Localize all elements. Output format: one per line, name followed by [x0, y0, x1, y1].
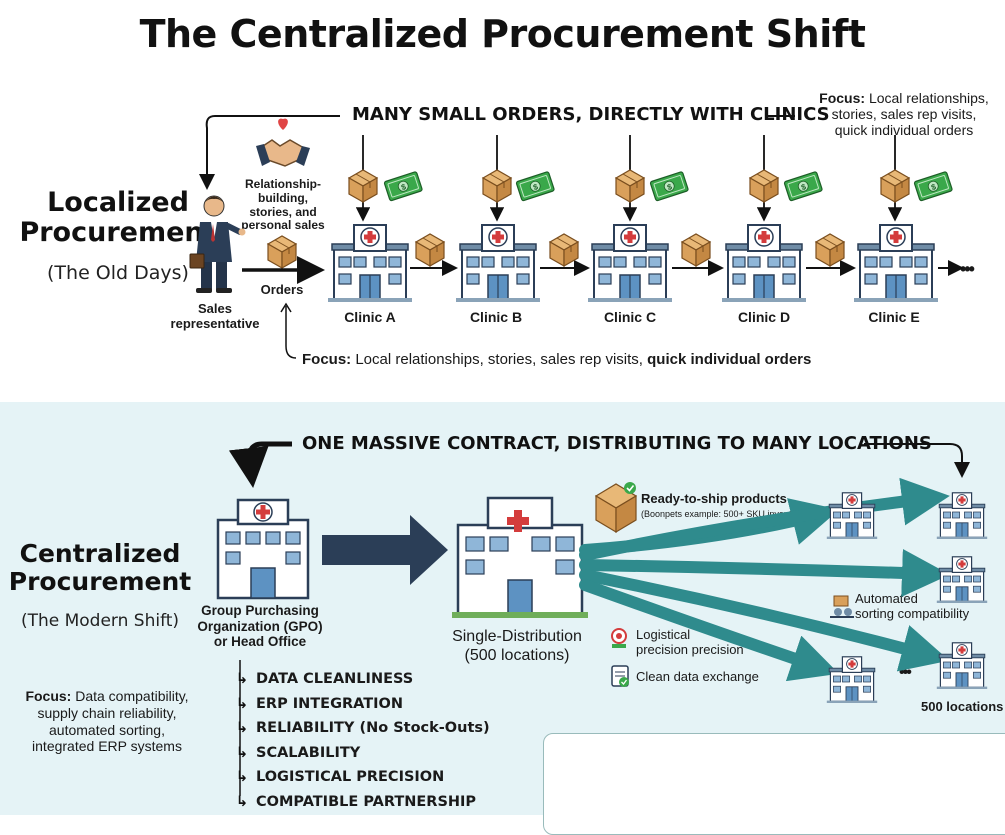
clinic-label-a: Clinic A: [344, 309, 396, 325]
clean-data-label: Clean data exchange: [636, 669, 759, 684]
localized-heading: Localized Procurement: [19, 187, 217, 249]
requirements-list: ↳DATA CLEANLINESS ↳ERP INTEGRATION ↳RELI…: [236, 667, 490, 814]
gpo-label: Group Purchasing Organization (GPO) or H…: [197, 603, 323, 650]
centralized-focus-note: Focus: Data compatibility, supply chain …: [25, 688, 189, 755]
locations-label: 500 locations: [921, 699, 1004, 714]
requirement-item: ↳ERP INTEGRATION: [236, 695, 403, 712]
requirement-item: ↳LOGISTICAL PRECISION: [236, 769, 445, 785]
requirement-item: ↳DATA CLEANLINESS: [236, 671, 414, 687]
requirement-item: ↳SCALABILITY: [236, 744, 361, 761]
orders-label: Orders: [260, 282, 304, 297]
relationship-label: Relationship-building, stories, and pers…: [241, 177, 325, 233]
clinic-label-b: Clinic B: [469, 309, 523, 325]
ellipsis-top: •••: [897, 494, 910, 511]
bottom-focus-note: Focus: Local relationships, stories, sal…: [302, 351, 812, 368]
clinic-label-d: Clinic D: [737, 309, 791, 325]
blank-panel: [543, 733, 1005, 835]
automated-sorting-label: Automated sorting compatibility: [855, 591, 970, 621]
distribution-label: Single-Distribution (500 locations): [452, 628, 582, 665]
sales-rep-label: Sales representative: [170, 301, 260, 331]
centralized-heading: Centralized Procurement: [8, 539, 192, 596]
ellipsis-bottom: •••: [899, 664, 912, 681]
requirement-item: ↳COMPATIBLE PARTNERSHIP: [236, 793, 477, 810]
top-banner: MANY SMALL ORDERS, DIRECTLY WITH CLINICS: [352, 104, 830, 125]
top-focus-note: Focus: Local relationships, stories, sal…: [819, 90, 989, 139]
bottom-banner: ONE MASSIVE CONTRACT, DISTRIBUTING TO MA…: [302, 433, 932, 454]
clinic-label-e: Clinic E: [868, 309, 920, 325]
ready-ship-detail: (Boonpets example: 500+ SKU inventory): [641, 509, 807, 519]
centralized-subheading: (The Modern Shift): [20, 611, 180, 631]
localized-subheading: (The Old Days): [47, 262, 189, 284]
logistical-label: Logistical precision precision: [636, 627, 744, 657]
continuation-dots: •••: [960, 259, 975, 279]
page-title: The Centralized Procurement Shift: [139, 12, 866, 56]
clinic-label-c: Clinic C: [603, 309, 657, 325]
ready-ship-title: Ready-to-ship products: [641, 491, 787, 506]
requirement-item: ↳RELIABILITY (No Stock-Outs): [236, 720, 490, 736]
